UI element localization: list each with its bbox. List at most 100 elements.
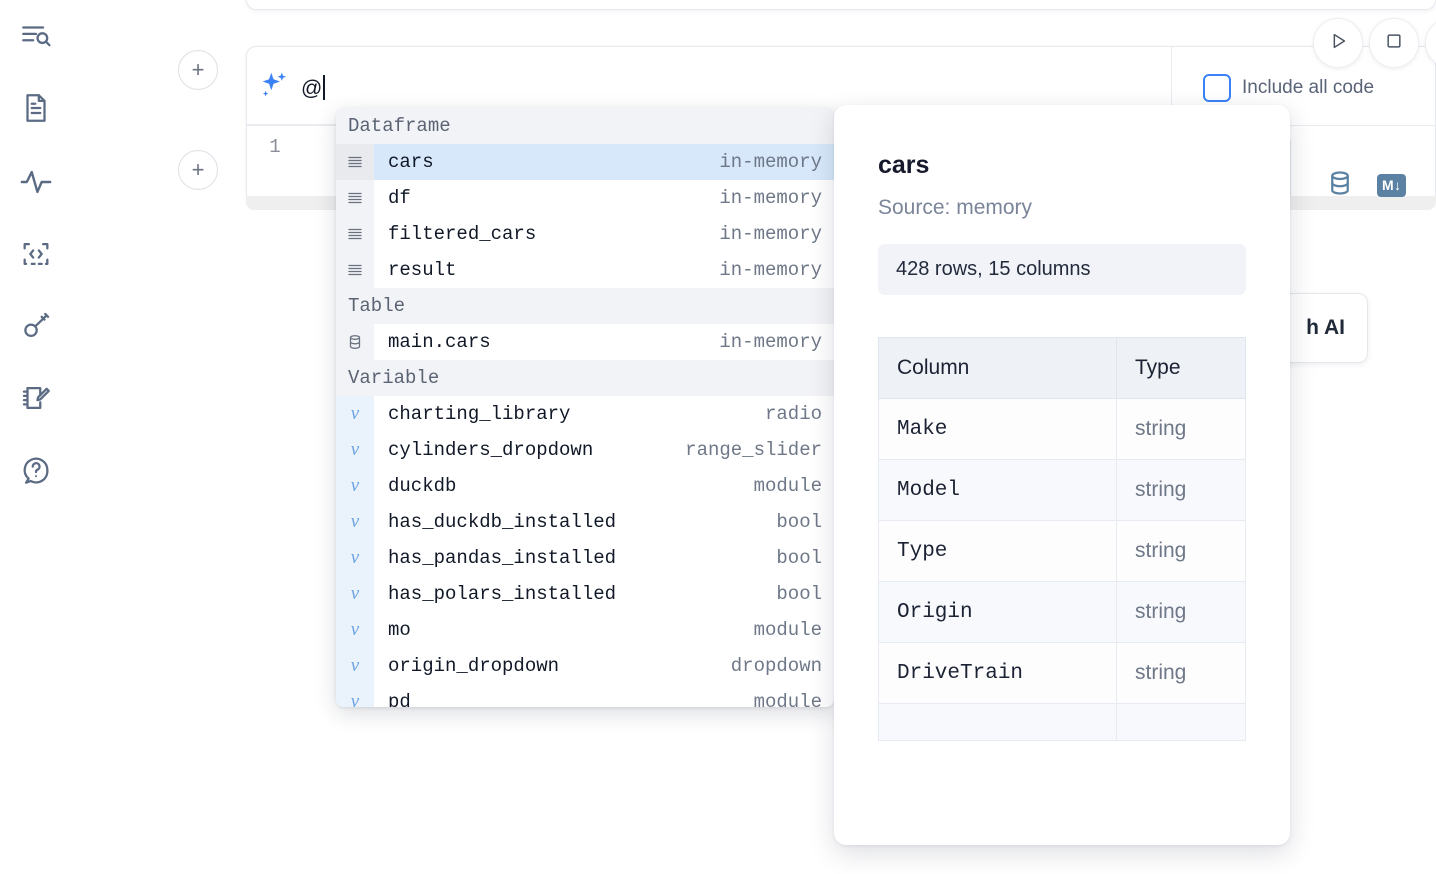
schema-cell-column: Make	[878, 398, 1117, 460]
schema-cell-column	[878, 703, 1117, 741]
autocomplete-item-kind: range_slider	[685, 439, 822, 461]
ai-prompt-input[interactable]: @	[301, 74, 326, 101]
include-all-code-label: Include all code	[1242, 77, 1375, 98]
schema-cell-type	[1116, 703, 1246, 741]
schema-cell-column: Origin	[878, 581, 1117, 643]
table-icon	[336, 324, 374, 360]
autocomplete-item[interactable]: filtered_cars in-memory	[336, 216, 834, 252]
markdown-badge-arrow: ↓	[1394, 177, 1401, 193]
sidebar-item-explore[interactable]	[12, 12, 60, 60]
autocomplete-item-kind: module	[753, 691, 822, 707]
autocomplete-item-kind: bool	[776, 547, 822, 569]
play-icon	[1327, 30, 1349, 57]
autocomplete-group-header: Variable	[336, 360, 834, 396]
add-cell-below-button[interactable]: +	[178, 150, 218, 190]
variable-icon: v	[336, 504, 374, 540]
document-icon	[19, 91, 53, 125]
scratchpad-icon	[19, 381, 53, 415]
autocomplete-item-name: has_pandas_installed	[388, 547, 617, 569]
markdown-badge[interactable]: M↓	[1377, 174, 1406, 197]
autocomplete-item-name: df	[388, 187, 411, 209]
schema-cell-column: Model	[878, 459, 1117, 521]
schema-table-header-row: Column Type	[878, 337, 1246, 399]
schema-table-row	[878, 703, 1246, 741]
detail-source: Source: memory	[878, 196, 1033, 219]
autocomplete-item-kind: in-memory	[719, 151, 822, 173]
square-icon	[1384, 31, 1404, 56]
sidebar-item-secrets[interactable]	[12, 302, 60, 350]
schema-cell-column: Type	[878, 520, 1117, 582]
stop-button[interactable]	[1369, 18, 1419, 68]
detail-title: cars	[878, 151, 930, 179]
autocomplete-item-name: pd	[388, 691, 411, 707]
sidebar-item-activity[interactable]	[12, 158, 60, 206]
autocomplete-item-kind: radio	[764, 403, 822, 425]
variable-icon: v	[336, 612, 374, 648]
variable-icon: v	[336, 540, 374, 576]
variable-icon: v	[336, 468, 374, 504]
autocomplete-item[interactable]: result in-memory	[336, 252, 834, 288]
schema-cell-type: string	[1116, 459, 1246, 521]
add-cell-label: +	[191, 157, 205, 182]
sidebar-item-snippets[interactable]	[12, 230, 60, 278]
activity-icon	[19, 165, 53, 199]
include-all-code-checkbox[interactable]	[1203, 74, 1231, 102]
run-button[interactable]	[1313, 18, 1363, 68]
schema-cell-column: DriveTrain	[878, 642, 1117, 704]
database-icon[interactable]	[1325, 168, 1355, 203]
autocomplete-item[interactable]: v has_pandas_installed bool	[336, 540, 834, 576]
autocomplete-item-kind: bool	[776, 583, 822, 605]
autocomplete-item-kind: module	[753, 619, 822, 641]
markdown-badge-letter: M	[1382, 177, 1394, 193]
key-icon	[19, 309, 53, 343]
autocomplete-item-name: duckdb	[388, 475, 457, 497]
schema-cell-type: string	[1116, 520, 1246, 582]
autocomplete-item-kind: in-memory	[719, 331, 822, 353]
cell-toolbar-divider	[1290, 140, 1291, 196]
autocomplete-item-name: result	[388, 259, 457, 281]
schema-col-header-column: Column	[878, 337, 1117, 399]
schema-col-header-type: Type	[1116, 337, 1246, 399]
autocomplete-group-header: Dataframe	[336, 108, 834, 144]
dataframe-icon	[336, 144, 374, 180]
sparkle-icon	[247, 68, 301, 104]
autocomplete-item-name: filtered_cars	[388, 223, 537, 245]
line-number: 1	[269, 136, 281, 158]
sidebar-item-scratchpad[interactable]	[12, 374, 60, 422]
cell-toolbar: M↓	[1325, 168, 1406, 203]
variable-icon: v	[336, 648, 374, 684]
schema-cell-type: string	[1116, 398, 1246, 460]
autocomplete-item-name: main.cars	[388, 331, 491, 353]
autocomplete-item-kind: bool	[776, 511, 822, 533]
sidebar-item-help[interactable]	[12, 446, 60, 494]
autocomplete-item-kind: module	[753, 475, 822, 497]
ai-prompt-value: @	[301, 76, 323, 100]
autocomplete-item-kind: in-memory	[719, 259, 822, 281]
variable-icon: v	[336, 432, 374, 468]
previous-cell-bottom	[246, 0, 1436, 10]
variable-icon: v	[336, 684, 374, 707]
dataframe-detail-panel: cars Source: memory 428 rows, 15 columns…	[834, 105, 1290, 845]
sidebar-item-files[interactable]	[12, 84, 60, 132]
add-cell-above-button[interactable]: +	[178, 50, 218, 90]
code-editor-row[interactable]: 1	[247, 126, 1291, 206]
include-all-code-row[interactable]: Include all code	[1203, 74, 1374, 102]
autocomplete-item-kind: in-memory	[719, 223, 822, 245]
autocomplete-item[interactable]: main.cars in-memory	[336, 324, 834, 360]
